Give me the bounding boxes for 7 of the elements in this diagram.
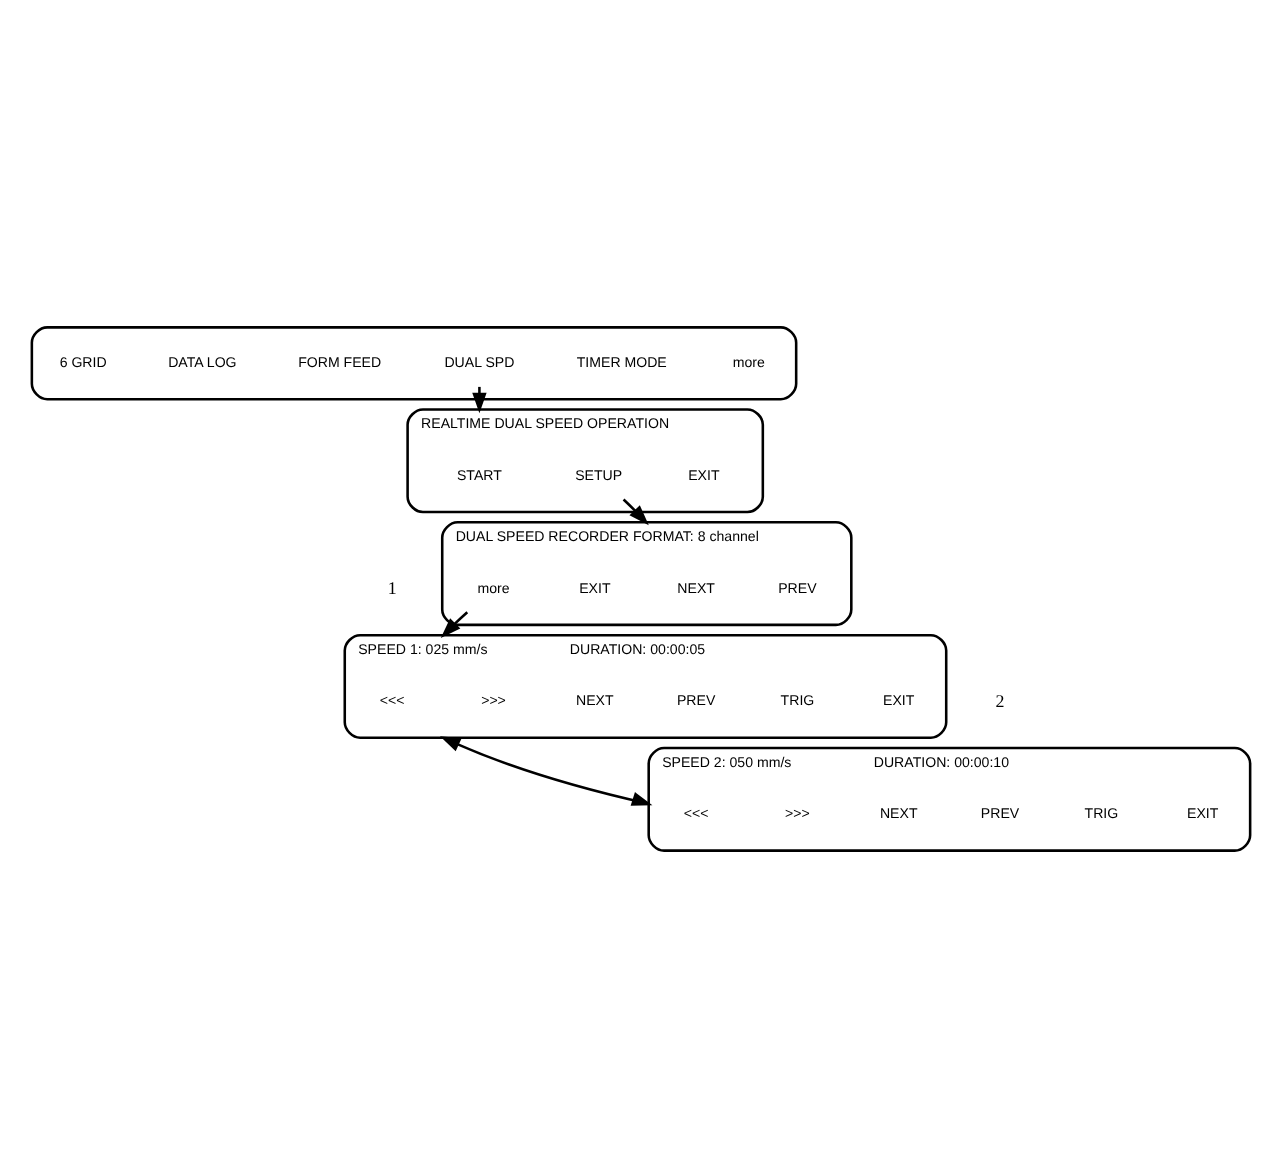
cluster <box>30 325 798 400</box>
arrow <box>440 735 653 805</box>
arrow <box>622 497 649 525</box>
arrow <box>472 385 487 413</box>
node-label: 1 <box>387 576 397 597</box>
node-label: 2 <box>995 689 1005 710</box>
arrow <box>440 610 469 637</box>
